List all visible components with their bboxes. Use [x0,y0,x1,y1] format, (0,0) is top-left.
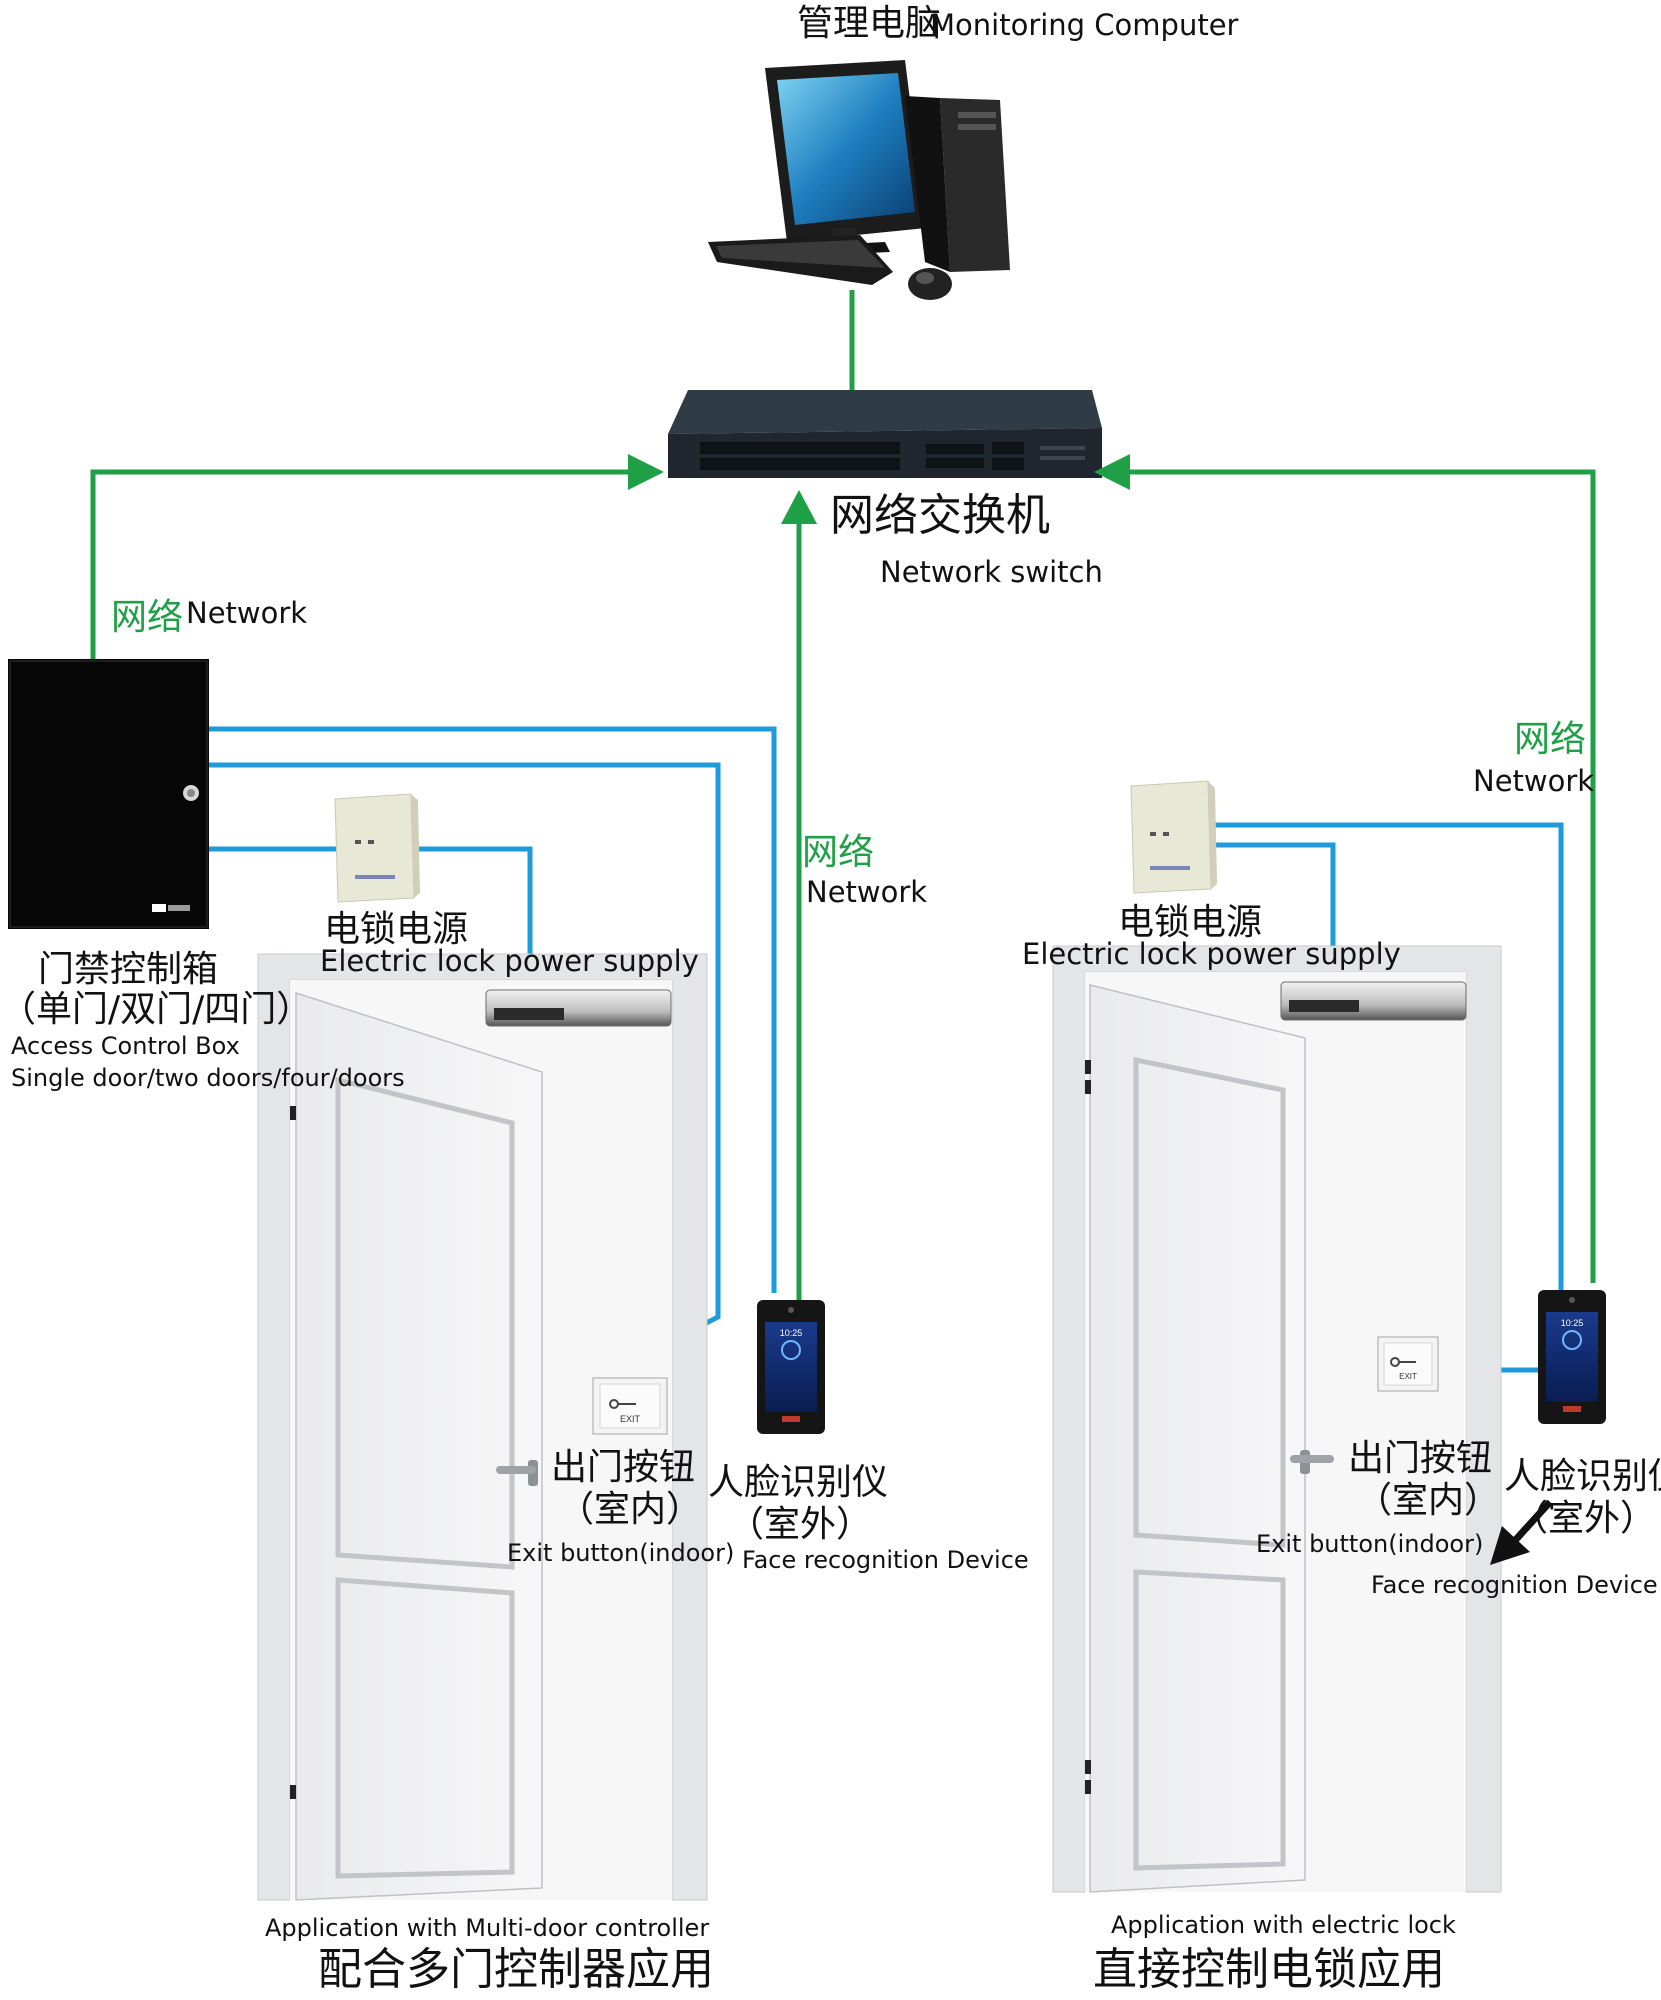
switch-label-en: Network switch [880,555,1103,589]
right-arrow-head [1094,454,1130,490]
exit-button-icon: EXIT [592,1377,668,1435]
left-exit-subtitle-cn: （室内） [558,1489,703,1530]
control-box-subtitle-en: Single door/two doors/four/doors [11,1064,405,1092]
exit-button-label: EXIT [1399,1372,1417,1381]
control-box-icon [8,659,209,929]
network-switch-icon [668,390,1102,478]
box-to-left-face-line [209,726,777,1293]
power-supply-box-icon [334,793,420,903]
door-icon [257,953,708,1901]
power-supply-box-icon [1130,780,1217,894]
right-network-line [1118,469,1596,1283]
left-face-subtitle-cn: （室外） [728,1504,873,1545]
right-network-label-en: Network [1473,764,1595,798]
magnetic-lock-icon [1280,981,1467,1021]
center-network-label-en: Network [806,875,928,909]
computer-label-cn: 管理电脑 [797,3,942,44]
exit-button-icon: EXIT [1377,1336,1439,1392]
door-icon [1052,945,1502,1893]
exit-button-label: EXIT [620,1414,641,1424]
left-network-label-cn: 网络 [111,597,184,638]
desktop-computer-icon [708,60,1010,300]
control-box-label-en: Access Control Box [11,1032,240,1060]
face-recognition-terminal-icon: 10:25 [1538,1290,1606,1424]
control-box-label-cn: 门禁控制箱 [38,949,219,990]
face-recognition-terminal-icon: 10:25 [757,1300,825,1434]
right-network-label-cn: 网络 [1514,719,1587,760]
right-face-subtitle-cn: （室外） [1512,1498,1657,1539]
computer-label-en: Monitoring Computer [930,8,1239,42]
right-caption-en: Application with electric lock [1111,1911,1456,1939]
left-network-line [90,469,640,660]
left-power-label-en: Electric lock power supply [320,944,699,978]
left-face-label-en: Face recognition Device [742,1546,1029,1574]
left-face-label-cn: 人脸识别仪 [708,1462,889,1503]
right-exit-label-cn: 出门按钮 [1348,1438,1493,1479]
magnetic-lock-icon [485,989,672,1027]
left-power-label-cn: 电锁电源 [324,909,469,950]
control-box-subtitle-cn: （单门/双门/四门） [0,989,313,1030]
left-exit-label-en: Exit button(indoor) [507,1539,735,1567]
device-clock: 10:25 [780,1328,803,1338]
left-arrow-head [628,454,664,490]
right-exit-label-en: Exit button(indoor) [1256,1530,1484,1558]
center-network-label-cn: 网络 [802,832,875,873]
network-lines [90,290,1596,1303]
switch-label-cn: 网络交换机 [830,490,1050,541]
center-arrow-head [781,490,817,524]
right-exit-subtitle-cn: （室内） [1356,1480,1501,1521]
right-power-label-en: Electric lock power supply [1022,937,1401,971]
left-exit-label-cn: 出门按钮 [551,1447,696,1488]
right-face-label-en: Face recognition Device [1371,1571,1658,1599]
left-network-label-en: Network [186,596,308,630]
device-clock: 10:25 [1561,1318,1584,1328]
right-power-label-cn: 电锁电源 [1118,902,1263,943]
right-caption-cn: 直接控制电锁应用 [1093,1944,1445,1995]
left-caption-en: Application with Multi-door controller [265,1914,710,1942]
right-power-to-face-line [1210,822,1564,1293]
right-power-to-lock-line [1210,842,1336,990]
left-caption-cn: 配合多门控制器应用 [318,1944,714,1995]
arrow-icon [1490,1499,1553,1565]
right-face-label-cn: 人脸识别仪 [1504,1456,1661,1497]
